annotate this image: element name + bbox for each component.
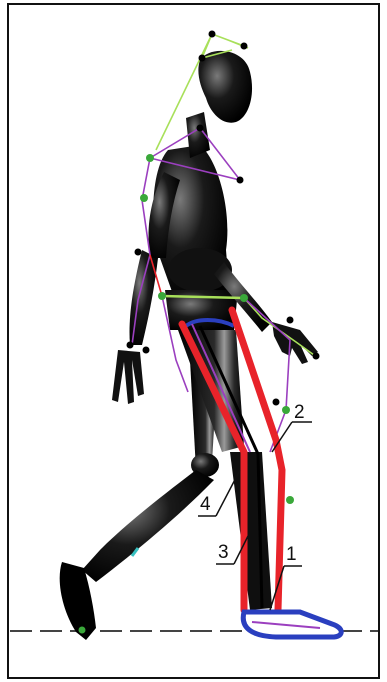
marker [143, 347, 150, 354]
marker [313, 353, 320, 360]
marker [127, 342, 134, 349]
marker [273, 399, 280, 406]
marker [158, 292, 166, 300]
callout-3-label: 3 [218, 542, 229, 563]
marker [282, 406, 290, 414]
callout-4-label: 4 [200, 494, 211, 515]
callout-2-label: 2 [294, 402, 305, 423]
marker [209, 31, 216, 38]
marker [79, 627, 86, 634]
marker [199, 55, 206, 62]
marker [237, 177, 244, 184]
marker [197, 125, 204, 132]
marker [287, 317, 294, 324]
marker [140, 194, 148, 202]
marker [240, 294, 248, 302]
marker [241, 43, 248, 50]
marker [135, 249, 142, 256]
marker [146, 154, 154, 162]
callout-1-label: 1 [286, 544, 297, 565]
marker [286, 496, 294, 504]
